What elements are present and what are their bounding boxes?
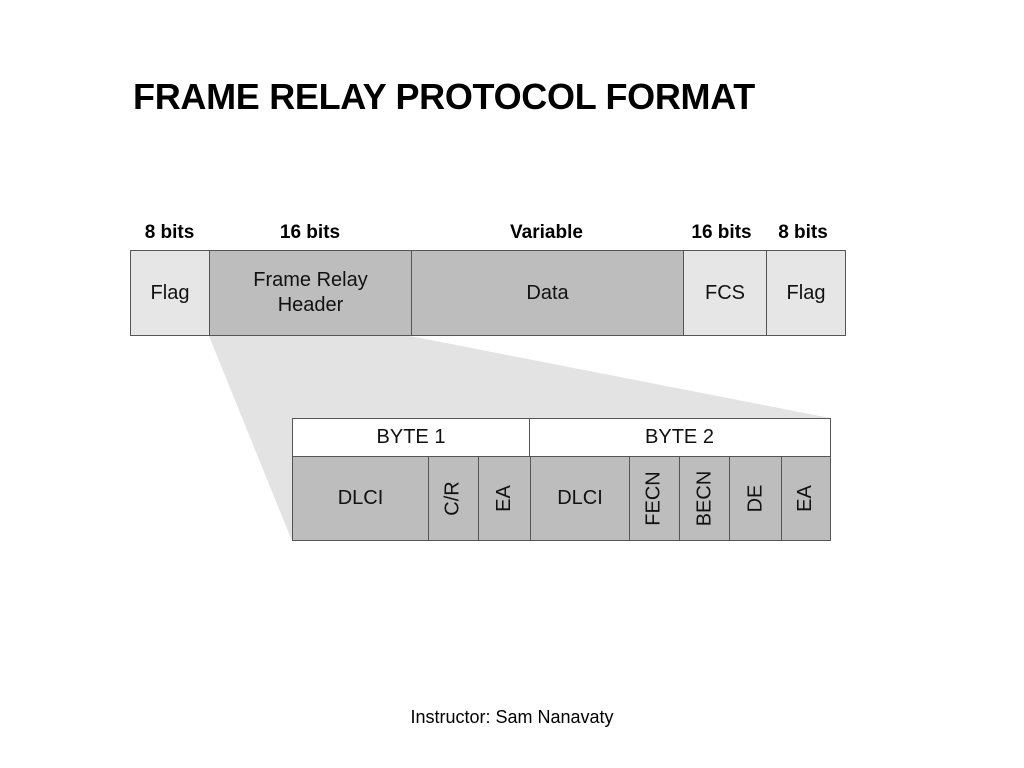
field-fcs-label: FCS	[705, 281, 745, 304]
header-field-becn-label: BECN	[693, 470, 716, 527]
field-data-label: Data	[526, 281, 569, 304]
header-field-ea-2-label: EA	[794, 485, 816, 512]
field-fcs: FCS	[682, 250, 768, 336]
header-field-cr: C/R	[427, 456, 480, 541]
bit-label-flag-start: 8 bits	[144, 222, 195, 243]
header-field-fecn-label: FECN	[643, 471, 666, 526]
byte-2-label: BYTE 2	[645, 426, 714, 448]
bit-label-data: Variable	[510, 222, 583, 243]
frame-format-row: Flag Frame Relay Header Data FCS Flag	[130, 250, 846, 336]
field-data: Data	[411, 250, 684, 336]
field-frame-relay-header-label: Frame Relay Header	[253, 269, 368, 316]
field-frame-relay-header: Frame Relay Header	[208, 250, 413, 336]
header-field-dlci-2: DLCI	[529, 456, 631, 541]
byte-1-cell: BYTE 1	[292, 418, 530, 457]
header-field-ea-2: EA	[780, 456, 831, 541]
field-flag-start: Flag	[130, 250, 210, 336]
header-field-row: DLCI C/R EA DLCI FECN BECN DE EA	[292, 456, 831, 541]
header-field-de: DE	[729, 456, 782, 541]
header-field-de-label: DE	[743, 484, 766, 513]
byte-2-cell: BYTE 2	[528, 418, 831, 457]
header-byte-row: BYTE 1 BYTE 2	[292, 418, 831, 457]
instructor-footer: Instructor: Sam Nanavaty	[410, 707, 614, 727]
header-field-fecn: FECN	[629, 456, 680, 541]
byte-1-label: BYTE 1	[376, 426, 446, 448]
header-field-dlci-2-label: DLCI	[557, 487, 603, 509]
bit-label-flag-end: 8 bits	[778, 222, 828, 243]
header-field-ea-1: EA	[478, 456, 531, 541]
field-flag-end: Flag	[766, 250, 846, 336]
bit-label-fcs: 16 bits	[691, 222, 752, 243]
field-flag-start-label: Flag	[150, 281, 190, 304]
field-flag-end-label: Flag	[786, 281, 826, 304]
bit-label-header: 16 bits	[279, 222, 341, 243]
header-field-dlci-1: DLCI	[292, 456, 429, 541]
header-field-dlci-1-label: DLCI	[337, 487, 384, 509]
header-field-becn: BECN	[678, 456, 731, 541]
header-field-cr-label: C/R	[441, 481, 464, 516]
slide-title: FRAME RELAY PROTOCOL FORMAT	[133, 76, 755, 117]
header-field-ea-1-label: EA	[493, 485, 515, 512]
